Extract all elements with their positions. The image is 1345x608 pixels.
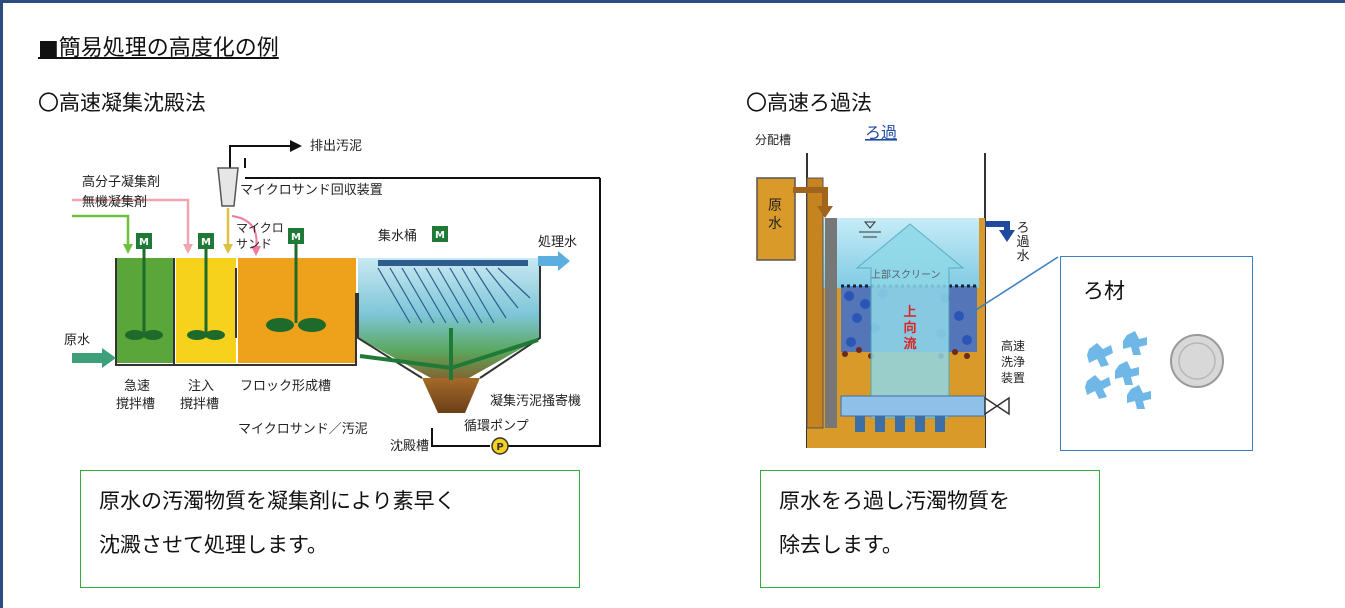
collector-label: 集水桶 bbox=[378, 228, 417, 244]
excess-sludge-label: 排出汚泥 bbox=[310, 139, 362, 154]
microsand-label: サンド bbox=[236, 237, 272, 251]
injection-mix-label: 撹拌槽 bbox=[180, 397, 219, 412]
filter-media-sample bbox=[1085, 331, 1224, 409]
rapid-mix-label: 撹拌槽 bbox=[116, 397, 155, 412]
filtered-water-label: 過 bbox=[1016, 235, 1029, 250]
coagulation-note-line: 原水の汚濁物質を凝集剤により素早く bbox=[99, 489, 456, 513]
upflow-label: 向 bbox=[903, 320, 916, 336]
coagulation-note: 原水の汚濁物質を凝集剤により素早く 沈澱させて処理します。 bbox=[80, 470, 580, 588]
wash-device-label: 装置 bbox=[1001, 371, 1025, 385]
filtration-note-line: 原水をろ過し汚濁物質を bbox=[779, 489, 1010, 513]
upper-screen-label: 上部スクリーン bbox=[871, 268, 941, 281]
motor-label: M bbox=[139, 237, 149, 248]
page-heading: ■簡易処理の高度化の例 bbox=[38, 36, 279, 61]
settling-tank-label: 沈殿槽 bbox=[390, 439, 429, 454]
motor-label: M bbox=[435, 230, 445, 241]
raw-water-label: 原水 bbox=[64, 333, 90, 348]
inorganic-label: 無機凝集剤 bbox=[82, 194, 147, 210]
rapid-mix-label: 急速 bbox=[124, 379, 150, 394]
sand-sludge-label: マイクロサンド／汚泥 bbox=[238, 422, 368, 437]
upflow-label: 上 bbox=[903, 305, 916, 320]
motor-label: M bbox=[201, 237, 211, 248]
filtration-diagram: 分配槽 ろ過 原 水 ろ 過 水 上部スクリーン 上 向 流 高速 洗浄 装置 bbox=[755, 123, 1030, 448]
microsand-recovery-cyclone bbox=[217, 167, 239, 207]
upflow-label: 流 bbox=[903, 336, 916, 352]
distribution-tank-label: 分配槽 bbox=[755, 133, 791, 147]
pump-label: 循環ポンプ bbox=[464, 419, 529, 434]
raw-water-label: 水 bbox=[768, 216, 782, 232]
filter-media-label: ろ材 bbox=[1083, 279, 1125, 303]
motor-label: M bbox=[291, 232, 301, 243]
floc-tank-label: フロック形成槽 bbox=[240, 379, 331, 394]
recovery-label: マイクロサンド回収装置 bbox=[240, 183, 383, 198]
injection-mix-label: 注入 bbox=[188, 379, 214, 394]
filtered-water-label: ろ bbox=[1016, 221, 1029, 236]
filtered-water-label: 水 bbox=[1016, 249, 1029, 264]
right-subtitle: 〇高速ろ過法 bbox=[746, 91, 872, 115]
filtration-note: 原水をろ過し汚濁物質を 除去します。 bbox=[760, 470, 1100, 588]
settling-tank bbox=[358, 258, 540, 383]
media-pointer-line bbox=[967, 256, 1059, 316]
scraper-label: 凝集汚泥掻寄機 bbox=[490, 393, 581, 409]
pump-mark: P bbox=[496, 442, 503, 453]
filtration-note-line: 除去します。 bbox=[779, 533, 903, 557]
wash-device-label: 高速 bbox=[1001, 338, 1025, 353]
coagulation-diagram: M M M M P 排出汚泥 高分子凝集剤 無機凝集剤 マイクロサンド回収装置 … bbox=[64, 139, 601, 455]
coagulation-note-line: 沈澱させて処理します。 bbox=[99, 533, 328, 557]
microsand-label: マイクロ bbox=[236, 221, 284, 235]
polymer-label: 高分子凝集剤 bbox=[82, 174, 160, 190]
raw-water-label: 原 bbox=[768, 198, 782, 214]
filter-media-inset: ろ材 bbox=[1060, 256, 1253, 451]
left-subtitle: 〇高速凝集沈殿法 bbox=[38, 91, 206, 115]
sludge-hopper bbox=[422, 378, 480, 413]
wash-device-label: 洗浄 bbox=[1001, 355, 1025, 369]
treated-water-label: 処理水 bbox=[538, 235, 577, 250]
filtration-link-label: ろ過 bbox=[865, 123, 897, 142]
